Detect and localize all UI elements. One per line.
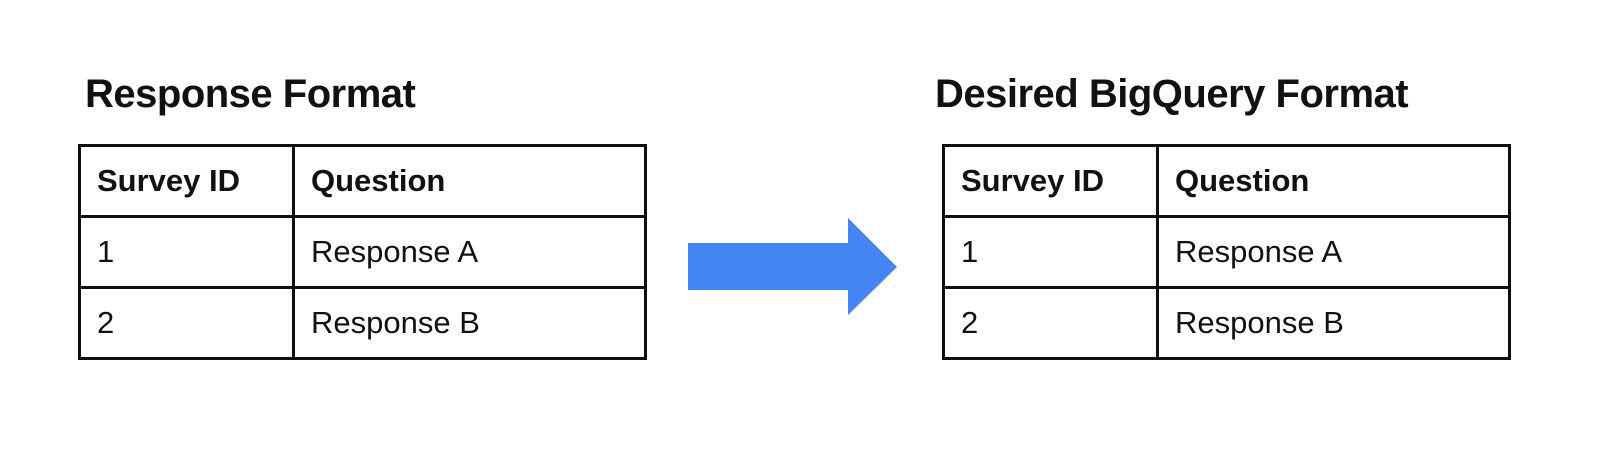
- cell-survey-id: 2: [78, 286, 295, 360]
- table-header-row: Survey ID Question: [78, 144, 647, 218]
- cell-survey-id: 2: [942, 286, 1159, 360]
- left-panel-title: Response Format: [85, 72, 416, 116]
- right-panel-title: Desired BigQuery Format: [935, 72, 1409, 116]
- cell-survey-id: 1: [78, 215, 295, 289]
- right-arrow-shape: [688, 218, 897, 315]
- header-cell-survey-id: Survey ID: [78, 144, 295, 218]
- header-cell-question: Question: [1156, 144, 1511, 218]
- header-cell-question: Question: [292, 144, 647, 218]
- desired-bigquery-format-table: Survey ID Question 1 Response A 2 Respon…: [942, 144, 1511, 360]
- cell-question: Response B: [292, 286, 647, 360]
- cell-question: Response A: [1156, 215, 1511, 289]
- table-row: 1 Response A: [942, 215, 1511, 289]
- transform-right-arrow-icon: [688, 218, 898, 315]
- table-header-row: Survey ID Question: [942, 144, 1511, 218]
- cell-question: Response A: [292, 215, 647, 289]
- cell-survey-id: 1: [942, 215, 1159, 289]
- header-cell-survey-id: Survey ID: [942, 144, 1159, 218]
- table-row: 2 Response B: [942, 286, 1511, 360]
- table-row: 1 Response A: [78, 215, 647, 289]
- table-row: 2 Response B: [78, 286, 647, 360]
- response-format-table: Survey ID Question 1 Response A 2 Respon…: [78, 144, 647, 360]
- cell-question: Response B: [1156, 286, 1511, 360]
